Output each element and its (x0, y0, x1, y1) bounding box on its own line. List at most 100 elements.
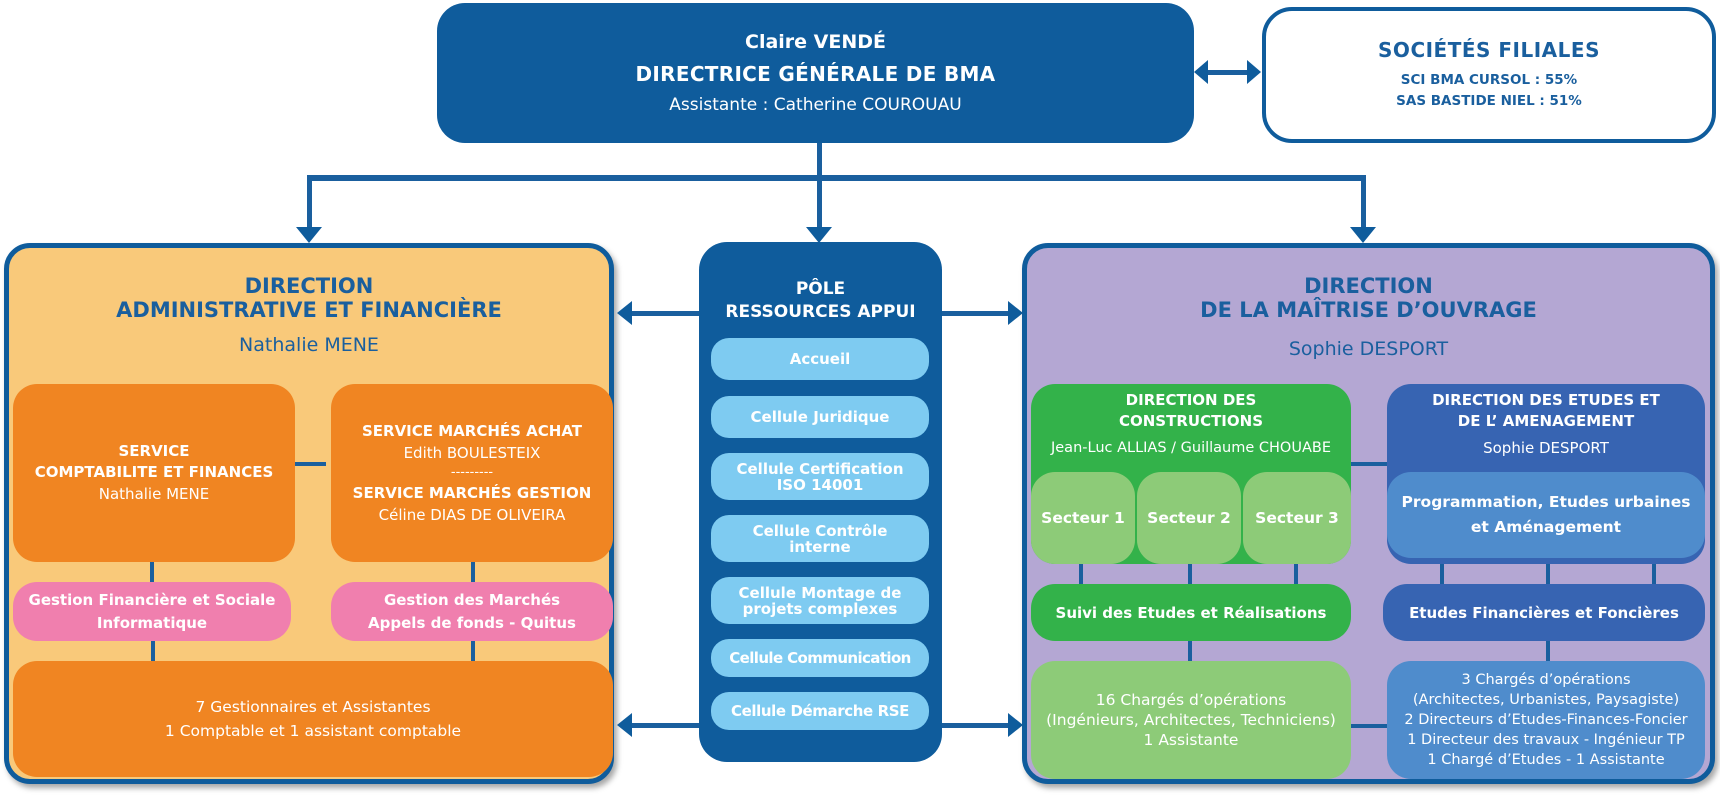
etudes-head: Sophie DESPORT (1483, 439, 1609, 457)
etudes-staff: 3 Chargés d’opérations (Architectes, Urb… (1387, 661, 1705, 779)
service-marches-gestion-head: Céline DIAS DE OLIVEIRA (378, 506, 566, 524)
dmo-title-line1: DIRECTION (1304, 274, 1433, 298)
gestion-marches-line2: Appels de fonds - Quitus (368, 613, 576, 632)
connector-ceo-subsidiaries (1205, 70, 1255, 75)
gestion-fin-line1: Gestion Financière et Sociale (28, 590, 276, 609)
pole-ressources-appui: PÔLE RESSOURCES APPUI Accueil Cellule Ju… (699, 242, 942, 762)
constructions-header: DIRECTION DES CONSTRUCTIONS Jean-Luc ALL… (1031, 390, 1351, 460)
pole-cell-label: ISO 14001 (776, 475, 864, 494)
suivi-etudes-realisations: Suivi des Etudes et Réalisations (1031, 584, 1351, 641)
pole-cell-label: Cellule Certification (736, 459, 904, 478)
etudes-staff-line: 3 Chargés d’opérations (1461, 672, 1631, 688)
connector-vertical (1079, 564, 1083, 584)
gestion-marches: Gestion des Marchés Appels de fonds - Qu… (331, 582, 613, 641)
constructions-staff-line: (Ingénieurs, Architectes, Techniciens) (1046, 711, 1336, 729)
connector-vertical (1440, 564, 1444, 584)
dmo-header: DIRECTION DE LA MAÎTRISE D’OUVRAGE Sophi… (1027, 274, 1710, 360)
secteur-2: Secteur 2 (1137, 472, 1241, 564)
pole-cell-label: Cellule Démarche RSE (730, 702, 910, 720)
secteur-label: Secteur 2 (1147, 509, 1231, 527)
pole-cell-label: projets complexes (742, 599, 898, 618)
direction-maitrise-ouvrage: DIRECTION DE LA MAÎTRISE D’OUVRAGE Sophi… (1022, 243, 1715, 784)
connector-vertical (1294, 564, 1298, 584)
programmation-line2: et Aménagement (1470, 518, 1622, 536)
connector-pole-dmo-bottom (941, 723, 1013, 728)
connector-right-down (1361, 175, 1366, 229)
programmation-etudes-urbaines: Programmation, Etudes urbaines et Aménag… (1387, 472, 1705, 558)
connector-vertical (1188, 564, 1192, 584)
arrow-right-icon (1008, 713, 1023, 737)
arrow-down-icon (296, 227, 322, 243)
ceo-assistant: Assistante : Catherine COUROUAU (669, 95, 962, 115)
gestion-financiere-sociale: Gestion Financière et Sociale Informatiq… (13, 582, 291, 641)
pole-cell-controle-interne: Cellule Contrôle interne (711, 515, 929, 562)
subsidiaries-box: SOCIÉTÉS FILIALES SCI BMA CURSOL : 55% S… (1262, 7, 1716, 143)
programmation-line1: Programmation, Etudes urbaines (1401, 493, 1691, 511)
etudes-staff-line: 1 Directeur des travaux - Ingénieur TP (1407, 732, 1685, 748)
connector-vertical (151, 641, 155, 661)
constructions-title-line2: CONSTRUCTIONS (1118, 412, 1263, 430)
pole-title-line2: RESSOURCES APPUI (725, 302, 916, 322)
service-compta-head: Nathalie MENE (98, 485, 210, 503)
constructions-heads: Jean-Luc ALLIAS / Guillaume CHOUABE (1050, 440, 1331, 456)
suivi-label: Suivi des Etudes et Réalisations (1055, 603, 1327, 622)
connector-vertical (1652, 564, 1656, 584)
subsidiaries-title: SOCIÉTÉS FILIALES (1378, 38, 1600, 62)
direction-etudes-amenagement: DIRECTION DES ETUDES ET DE L’ AMENAGEMEN… (1387, 384, 1705, 564)
pole-cell-demarche-rse: Cellule Démarche RSE (711, 692, 929, 730)
service-marches-achat-head: Edith BOULESTEIX (403, 444, 541, 462)
etudes-staff-line: (Architectes, Urbanistes, Paysagiste) (1412, 692, 1680, 708)
connector-horizontal-bar (307, 175, 1365, 181)
gestion-marches-line1: Gestion des Marchés (383, 590, 561, 609)
subsidiary-item: SAS BASTIDE NIEL : 51% (1396, 93, 1582, 109)
arrow-down-icon (1350, 227, 1376, 243)
daf-title-line1: DIRECTION (244, 274, 374, 298)
pole-title: PÔLE RESSOURCES APPUI (699, 278, 942, 324)
separator: --------- (450, 465, 494, 480)
pole-cell-montage-projets: Cellule Montage de projets complexes (711, 577, 929, 624)
connector-vertical (1546, 641, 1550, 661)
arrow-right-icon (1247, 60, 1261, 84)
connector-left-down (307, 175, 312, 229)
connector-ceo-down (817, 143, 822, 229)
arrow-down-icon (806, 227, 832, 243)
etudes-title-line1: DIRECTION DES ETUDES ET (1432, 391, 1660, 409)
connector-subdirections (1349, 462, 1387, 466)
connector-vertical (1188, 641, 1192, 661)
connector-pole-daf-top (630, 311, 700, 316)
constructions-staff-line: 16 Chargés d’opérations (1095, 691, 1287, 709)
subsidiary-item: SCI BMA CURSOL : 55% (1400, 72, 1578, 88)
service-marches-achat-title: SERVICE MARCHÉS ACHAT (361, 422, 583, 440)
pole-title-line1: PÔLE (795, 279, 846, 299)
financieres-label: Etudes Financières et Foncières (1409, 603, 1679, 622)
pole-cell-label: Cellule Contrôle (752, 521, 888, 540)
secteur-label: Secteur 3 (1255, 509, 1339, 527)
daf-staff-line1: 7 Gestionnaires et Assistantes (195, 698, 431, 716)
connector-vertical (150, 562, 154, 582)
etudes-staff-line: 1 Chargé d’Etudes - 1 Assistante (1427, 752, 1665, 768)
etudes-staff-line: 2 Directeurs d’Etudes-Finances-Foncier (1404, 712, 1688, 728)
dmo-head: Sophie DESPORT (1288, 338, 1449, 360)
pole-cell-juridique: Cellule Juridique (711, 396, 929, 438)
daf-header: DIRECTION ADMINISTRATIVE ET FINANCIÈRE N… (9, 274, 609, 356)
constructions-title-line1: DIRECTION DES (1125, 391, 1257, 409)
connector-vertical (471, 562, 475, 582)
constructions-staff-line: 1 Assistante (1143, 731, 1239, 749)
service-marches-gestion-title: SERVICE MARCHÉS GESTION (352, 484, 592, 502)
pole-cell-certification: Cellule Certification ISO 14001 (711, 453, 929, 500)
secteur-1: Secteur 1 (1031, 472, 1135, 564)
connector-staff (1351, 724, 1387, 728)
secteur-label: Secteur 1 (1041, 509, 1125, 527)
arrow-left-icon (617, 301, 632, 325)
service-compta-title-line1: SERVICE (118, 442, 190, 460)
arrow-left-icon (617, 713, 632, 737)
direction-administrative-financiere: DIRECTION ADMINISTRATIVE ET FINANCIÈRE N… (4, 243, 614, 784)
pole-cell-label: interne (789, 537, 851, 556)
ceo-name: Claire VENDÉ (745, 31, 886, 53)
connector-vertical (471, 641, 475, 661)
connector-services (292, 462, 326, 466)
ceo-title: DIRECTRICE GÉNÉRALE DE BMA (635, 62, 996, 86)
ceo-box: Claire VENDÉ DIRECTRICE GÉNÉRALE DE BMA … (437, 3, 1194, 143)
connector-vertical (1546, 564, 1550, 584)
secteur-3: Secteur 3 (1243, 472, 1351, 564)
